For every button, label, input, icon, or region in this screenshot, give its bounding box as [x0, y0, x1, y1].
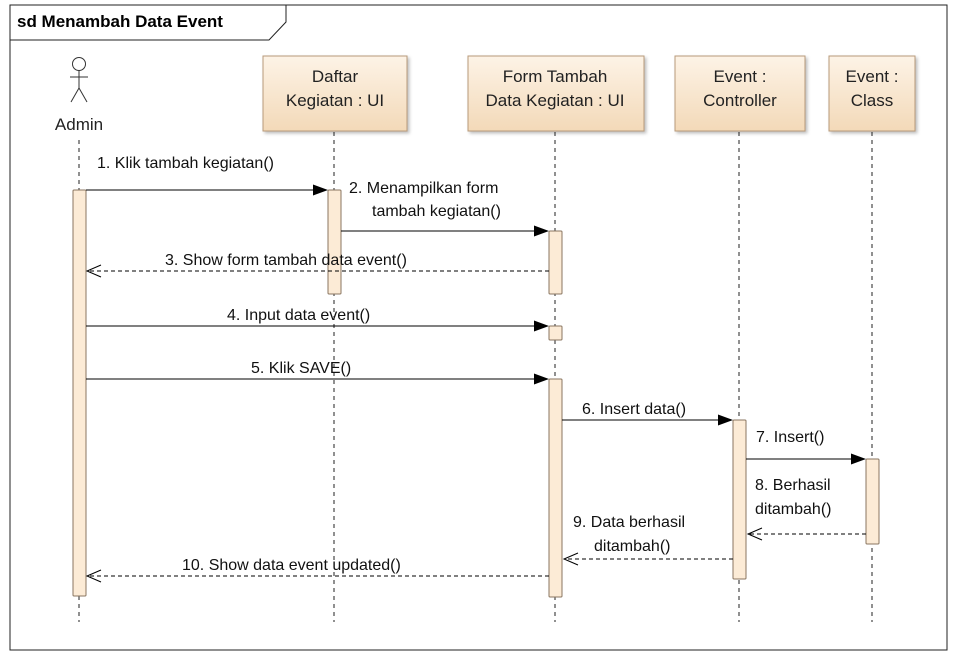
- object-form-line2: Data Kegiatan : UI: [486, 91, 625, 110]
- activation-admin: [72, 189, 87, 597]
- sync-arrowhead-icon: [534, 225, 549, 237]
- message-7: 7. Insert(): [746, 429, 866, 465]
- activation-controller: [732, 419, 747, 580]
- message-9-label-line2: ditambah(): [594, 538, 670, 555]
- return-arrowhead-icon: [85, 569, 102, 583]
- object-controller-line1: Event :: [714, 67, 767, 86]
- return-arrowhead-icon: [562, 552, 579, 566]
- object-controller: Event : Controller: [674, 55, 806, 132]
- sync-arrowhead-icon: [534, 320, 549, 332]
- sync-arrowhead-icon: [851, 453, 866, 465]
- object-class: Event : Class: [828, 55, 916, 132]
- message-1: 1. Klik tambah kegiatan(): [86, 155, 328, 196]
- actor-stick-figure-icon: [70, 57, 88, 103]
- message-3: 3. Show form tambah data event(): [85, 252, 549, 278]
- sequence-frame: sd Menambah Data Event: [9, 4, 948, 651]
- message-8-label-line1: 8. Berhasil: [755, 477, 831, 494]
- message-2-label-line1: 2. Menampilkan form: [349, 180, 498, 197]
- activation-form-1: [548, 230, 563, 295]
- message-9: 9. Data berhasil ditambah(): [562, 514, 733, 566]
- message-4-label: 4. Input data event(): [227, 307, 370, 324]
- message-9-label-line1: 9. Data berhasil: [573, 514, 685, 531]
- object-form-line1: Form Tambah: [503, 67, 608, 86]
- message-6: 6. Insert data(): [562, 401, 733, 426]
- message-6-label: 6. Insert data(): [582, 401, 686, 418]
- frame-title: sd Menambah Data Event: [17, 12, 223, 31]
- actor-admin: Admin: [55, 57, 103, 134]
- return-arrowhead-icon: [85, 264, 102, 278]
- object-daftar: Daftar Kegiatan : UI: [262, 55, 408, 132]
- message-5: 5. Klik SAVE(): [86, 360, 549, 385]
- message-8-label-line2: ditambah(): [755, 501, 831, 518]
- object-form: Form Tambah Data Kegiatan : UI: [467, 55, 645, 132]
- activation-class: [865, 458, 880, 545]
- message-7-label: 7. Insert(): [756, 429, 824, 446]
- activation-form-2: [548, 325, 563, 341]
- sync-arrowhead-icon: [313, 184, 328, 196]
- messages: 1. Klik tambah kegiatan() 2. Menampilkan…: [85, 155, 866, 583]
- activation-daftar: [327, 189, 342, 295]
- activation-form-3: [548, 378, 563, 598]
- sync-arrowhead-icon: [534, 373, 549, 385]
- message-2: 2. Menampilkan form tambah kegiatan(): [341, 180, 549, 237]
- message-1-label: 1. Klik tambah kegiatan(): [97, 155, 274, 172]
- object-class-line1: Event :: [846, 67, 899, 86]
- message-10: 10. Show data event updated(): [85, 557, 549, 583]
- message-4: 4. Input data event(): [86, 307, 549, 332]
- object-class-line2: Class: [851, 91, 894, 110]
- frame-border: [9, 4, 948, 651]
- sync-arrowhead-icon: [718, 414, 733, 426]
- activation-bars: [72, 189, 880, 598]
- return-arrowhead-icon: [746, 527, 763, 541]
- message-10-label: 10. Show data event updated(): [182, 557, 401, 574]
- message-8: 8. Berhasil ditambah(): [746, 477, 866, 541]
- frame-title-tab: [9, 4, 287, 41]
- object-controller-line2: Controller: [703, 91, 777, 110]
- message-5-label: 5. Klik SAVE(): [251, 360, 351, 377]
- object-daftar-line1: Daftar: [312, 67, 359, 86]
- message-3-label: 3. Show form tambah data event(): [165, 252, 407, 269]
- message-2-label-line2: tambah kegiatan(): [372, 203, 501, 220]
- object-daftar-line2: Kegiatan : UI: [286, 91, 384, 110]
- actor-label: Admin: [55, 115, 103, 134]
